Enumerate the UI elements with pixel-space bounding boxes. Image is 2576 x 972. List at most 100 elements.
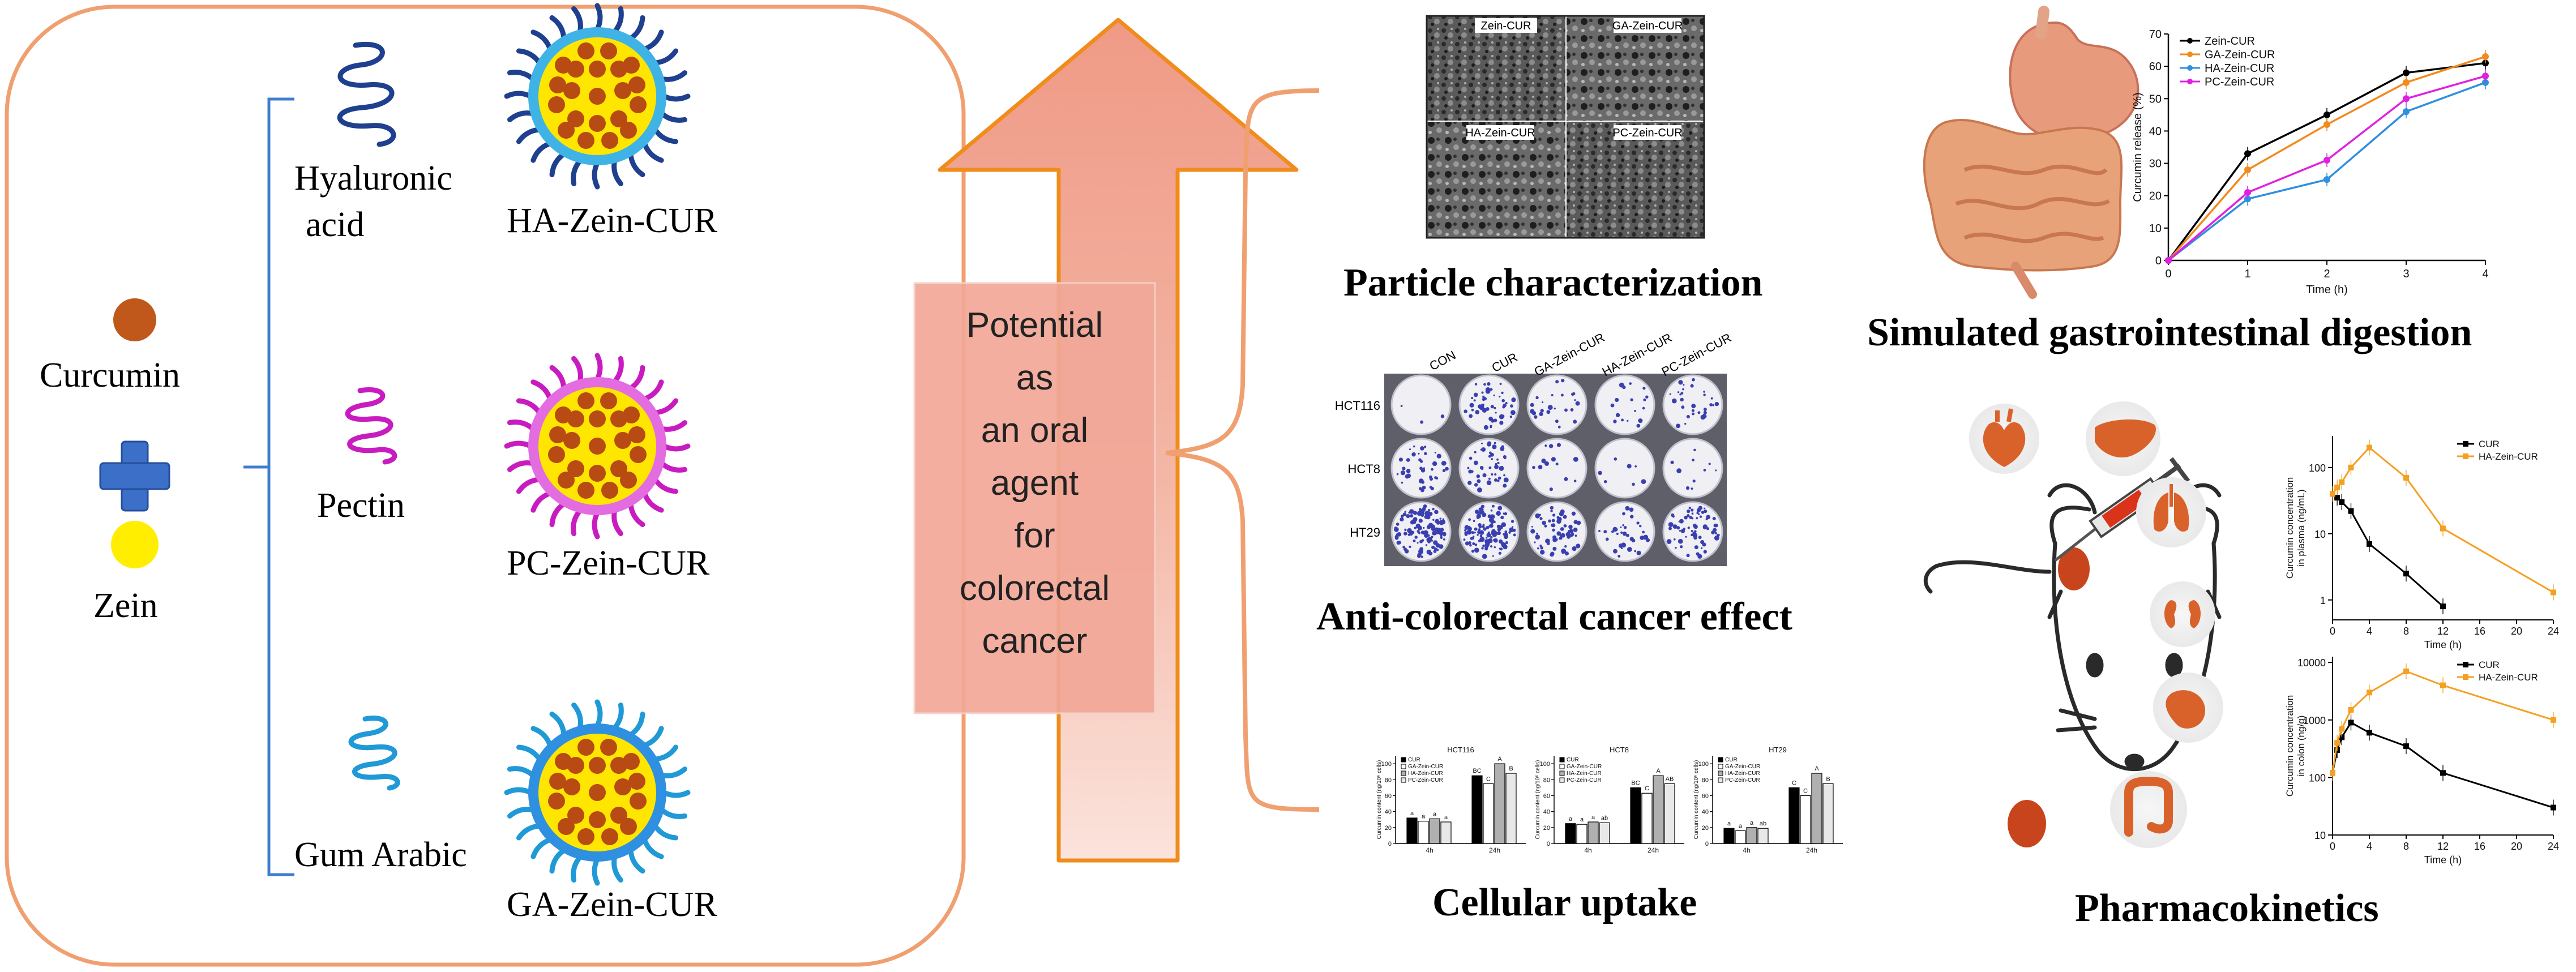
surface-chain xyxy=(641,490,664,513)
legend-label: HA-Zein-CUR xyxy=(1567,770,1602,777)
gum-arabic-chain-icon xyxy=(348,716,400,791)
legend-marker xyxy=(2187,65,2193,71)
colony-dot xyxy=(1481,391,1484,394)
colony-dot xyxy=(1405,474,1410,479)
colony-dot xyxy=(1560,527,1564,531)
arrow-line: an oral xyxy=(981,411,1089,450)
colony-dot xyxy=(1463,538,1466,541)
colony-dot xyxy=(1552,513,1556,517)
colony-dot xyxy=(1484,547,1488,551)
colony-dot xyxy=(1439,530,1443,536)
colony-row-hct116: HCT116 xyxy=(1335,399,1380,413)
curcumin-dot xyxy=(555,753,572,770)
culture-well xyxy=(1594,374,1655,435)
sem-label-pc-zein-cur: PC-Zein-CUR xyxy=(1612,127,1682,139)
curcumin-dot xyxy=(620,472,637,489)
colony-dot xyxy=(1488,466,1492,469)
colony-dot xyxy=(1494,478,1497,482)
curcumin-dot xyxy=(577,42,594,59)
colony-dot xyxy=(1432,519,1435,521)
y-axis-label: Curcumin content (ng/10⁶ cells) xyxy=(1376,760,1383,840)
colony-dot xyxy=(1674,538,1676,541)
colony-dot xyxy=(1420,420,1424,424)
colony-dot xyxy=(1669,393,1671,395)
legend-marker xyxy=(2463,453,2468,459)
y-tick-label: 30 xyxy=(2149,158,2162,170)
curcumin-dot xyxy=(600,739,617,756)
bar-label: A xyxy=(1497,756,1502,763)
arrow-line: cancer xyxy=(982,622,1088,661)
colony-dot xyxy=(1495,412,1497,414)
surface-chain xyxy=(594,699,603,729)
y-axis-label: Curcumin content (ng/10⁶ cells) xyxy=(1535,760,1541,840)
colony-dot xyxy=(1443,533,1446,537)
colony-row-ht29: HT29 xyxy=(1350,525,1380,539)
colony-dot xyxy=(1469,544,1472,547)
colony-dot xyxy=(1396,523,1400,526)
colony-dot xyxy=(1677,391,1680,393)
y-tick-label: 1000 xyxy=(2303,715,2326,726)
surface-chain xyxy=(507,766,536,778)
colony-dot xyxy=(1636,550,1641,555)
arrow-text-box xyxy=(913,282,1156,714)
colony-dot xyxy=(1492,555,1494,557)
x-tick-label: 24h xyxy=(1806,846,1817,854)
surface-chain xyxy=(530,837,553,859)
colony-dot xyxy=(1539,550,1545,555)
colony-dot xyxy=(1501,414,1505,418)
colony-col-con: CON xyxy=(1427,348,1458,373)
colony-dot xyxy=(1672,524,1678,529)
colony-dot xyxy=(1485,387,1491,392)
ha-zein-cur-label: HA-Zein-CUR xyxy=(507,202,717,240)
curcumin-dot xyxy=(558,122,575,139)
colony-dot xyxy=(1706,527,1709,530)
colony-dot xyxy=(1560,509,1565,514)
colony-dot xyxy=(1559,534,1563,538)
curcumin-dot xyxy=(558,818,575,835)
surface-chain xyxy=(516,823,542,841)
colony-dot xyxy=(1636,521,1640,525)
colony-plate-grid: CON CUR GA-Zein-CUR HA-Zein-CUR PC-Zein-… xyxy=(1335,330,1734,566)
colony-dot xyxy=(1402,466,1406,470)
legend-swatch xyxy=(1559,764,1565,769)
curcumin-dot xyxy=(577,132,594,149)
colony-dot xyxy=(1425,544,1428,546)
surface-chain xyxy=(530,140,553,163)
colony-dot xyxy=(1532,465,1535,469)
colony-dot xyxy=(1413,539,1416,542)
colony-dot xyxy=(1478,539,1481,542)
y-tick-label: 0 xyxy=(2155,255,2162,267)
surface-chain xyxy=(661,790,691,798)
colony-dot xyxy=(1535,534,1541,540)
x-axis-label: Time (h) xyxy=(2424,639,2462,650)
colony-dot xyxy=(1411,519,1417,524)
legend-swatch xyxy=(1559,757,1565,763)
y-axis-label: in colon (ng/g) xyxy=(2296,716,2307,777)
surface-chain xyxy=(571,508,583,537)
sem-image-grid: Zein-CUR GA-Zein-CUR HA-Zein-CUR PC-Zein… xyxy=(1426,15,1705,239)
colony-dot xyxy=(1401,514,1404,518)
colony-dot xyxy=(1634,465,1637,468)
colony-dot xyxy=(1396,541,1400,545)
colony-dot xyxy=(1486,525,1490,529)
digestive-tract-icon xyxy=(1923,6,2139,299)
y-tick-label: 100 xyxy=(1381,761,1392,768)
surface-chain xyxy=(571,854,583,883)
x-tick-label: 12 xyxy=(2437,626,2449,637)
colony-dot xyxy=(1672,515,1675,518)
colony-dot xyxy=(1482,514,1485,517)
colony-dot xyxy=(1705,412,1707,414)
colony-dot xyxy=(1703,469,1706,472)
colony-dot xyxy=(1501,391,1504,395)
surface-chain xyxy=(530,490,553,513)
culture-well xyxy=(1526,501,1587,562)
legend-marker xyxy=(2463,674,2468,680)
colony-dot xyxy=(1680,397,1684,402)
colony-dot xyxy=(1691,508,1694,512)
colony-dot xyxy=(1563,515,1567,519)
colony-dot xyxy=(1469,402,1474,408)
y-tick-label: 10 xyxy=(2314,830,2326,841)
legend-swatch xyxy=(1401,764,1406,769)
uptake-bar xyxy=(1471,775,1483,844)
